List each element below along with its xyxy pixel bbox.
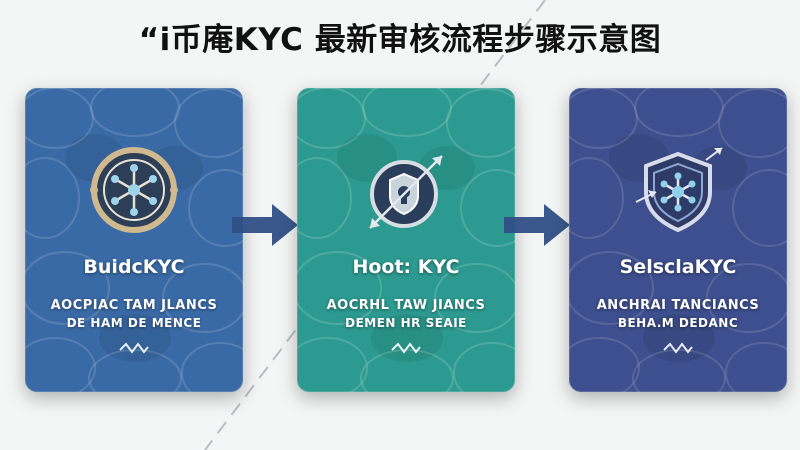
step-card-2: Hoot: KYC AOCRHL TAW JIANCS DEMEN HR SEA… <box>297 88 515 392</box>
page-title: “i币庵KYC 最新审核流程步骤示意图 <box>138 22 662 58</box>
wave-icon <box>119 342 149 354</box>
step-line1-2: AOCRHL TAW JIANCS <box>326 298 486 313</box>
step-line2-3: BEHA.M DEDANC <box>617 316 739 330</box>
shield-network-icon <box>635 147 723 233</box>
flow-arrow-2 <box>504 204 570 246</box>
step-line1-3: ANCHRAI TANCIANCS <box>596 298 760 313</box>
flow-arrow-1 <box>232 204 298 246</box>
step-card-1: BuidcKYC AOCPIAC TAM JLANCS DE HAM DE ME… <box>25 88 243 392</box>
step-line2-1: DE HAM DE MENCE <box>66 316 202 330</box>
step-title-2: Hoot: KYC <box>352 256 460 278</box>
step-title-1: BuidcKYC <box>83 256 185 278</box>
step-card-3: SelsclaKYC ANCHRAI TANCIANCS BEHA.M DEDA… <box>569 88 787 392</box>
network-hub-icon <box>90 147 178 233</box>
step-line1-1: AOCPIAC TAM JLANCS <box>50 298 218 313</box>
wave-icon <box>663 342 693 354</box>
step-line2-2: DEMEN HR SEAIE <box>345 316 467 330</box>
step-title-3: SelsclaKYC <box>619 256 737 278</box>
shield-lock-icon <box>369 155 443 229</box>
wave-icon <box>391 342 421 354</box>
